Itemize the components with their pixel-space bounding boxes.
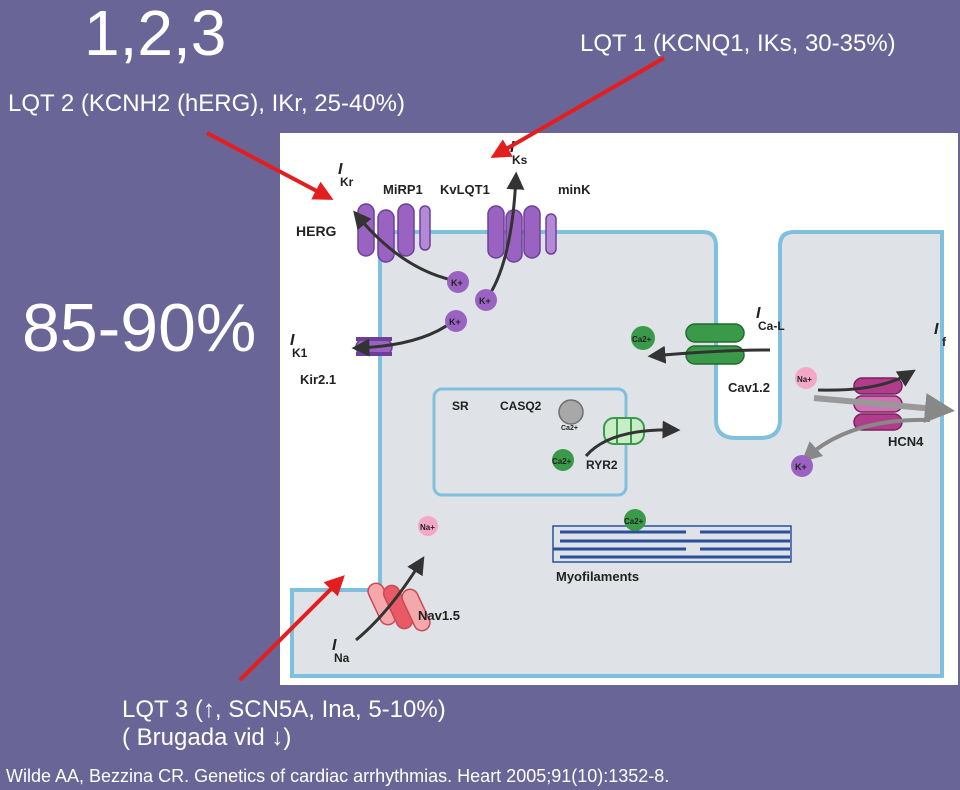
diagram-labels: I Kr MiRP1 KvLQT1 I Ks minK HERG I K1 Ki…	[290, 139, 947, 665]
k-ion-label: K+	[479, 296, 491, 306]
iks-sub-label: Ks	[512, 153, 528, 167]
percent-label: 85-90%	[22, 290, 257, 366]
ca-ion-label: Ca2+	[624, 517, 644, 526]
lqt3-line-2: ( Brugada vid ↓)	[122, 724, 292, 751]
nav15-label: Nav1.5	[418, 608, 460, 623]
casq2-label: CASQ2	[500, 399, 542, 413]
lqt1-arrow	[490, 56, 665, 158]
lqt3-arrow	[238, 575, 345, 682]
ical-sub-label: Ca-L	[758, 319, 785, 333]
if-i-label: I	[934, 321, 939, 338]
ryr2-label: RYR2	[586, 458, 618, 472]
cav12-label: Cav1.2	[728, 380, 770, 395]
myofilaments-label: Myofilaments	[556, 569, 639, 584]
ina-i-label: I	[332, 637, 337, 654]
lqt3-line-1: LQT 3 (↑, SCN5A, Ina, 5-10%)	[122, 696, 446, 723]
k-ion-label: K+	[449, 317, 461, 327]
calcium-ions	[552, 326, 655, 531]
lqt2-label: LQT 2 (KCNH2 (hERG), IKr, 25-40%)	[8, 90, 406, 117]
ca-ion-label: Ca2+	[552, 457, 572, 466]
slide-title: 1,2,3	[84, 0, 227, 69]
ca-ion-label: Ca2+	[632, 335, 652, 344]
potassium-ions	[445, 271, 813, 477]
ina-sub-label: Na	[334, 651, 350, 665]
ca-ion-label: Ca2+	[561, 425, 578, 432]
kir21-label: Kir2.1	[300, 372, 336, 387]
if-sub-label: f	[942, 335, 947, 349]
nav15-channel	[367, 582, 431, 632]
ik1-i-label: I	[290, 332, 295, 349]
mirp1-label: MiRP1	[383, 182, 423, 197]
hcn4-gray-arrow	[813, 393, 955, 423]
casq2-protein	[558, 399, 584, 425]
ik1-sub-label: K1	[292, 346, 308, 360]
na-ion-label: Na+	[797, 375, 812, 384]
k-ion-label: K+	[795, 462, 807, 472]
lqt2-arrow	[206, 131, 334, 200]
mink-label: minK	[558, 182, 591, 197]
citation: Wilde AA, Bezzina CR. Genetics of cardia…	[6, 766, 670, 786]
sr-label: SR	[452, 399, 469, 413]
ikr-i-label: I	[338, 161, 343, 178]
hcn4-label: HCN4	[888, 434, 924, 449]
kvlqt1-channel	[487, 205, 557, 263]
ical-i-label: I	[756, 305, 761, 322]
ikr-sub-label: Kr	[340, 175, 354, 189]
k-ion-label: K+	[451, 278, 463, 288]
lqt3-label: LQT 3 (↑, SCN5A, Ina, 5-10%) ( Brugada v…	[122, 696, 446, 752]
herg-label: HERG	[296, 223, 337, 239]
na-ion-label: Na+	[420, 523, 435, 532]
kvlqt1-label: KvLQT1	[440, 182, 490, 197]
myofilaments	[552, 525, 792, 563]
sodium-ions	[418, 367, 817, 536]
hcn4-k-arrow	[801, 417, 931, 463]
lqt1-label: LQT 1 (KCNQ1, IKs, 30-35%)	[580, 30, 896, 57]
annotation-arrows	[206, 56, 665, 682]
